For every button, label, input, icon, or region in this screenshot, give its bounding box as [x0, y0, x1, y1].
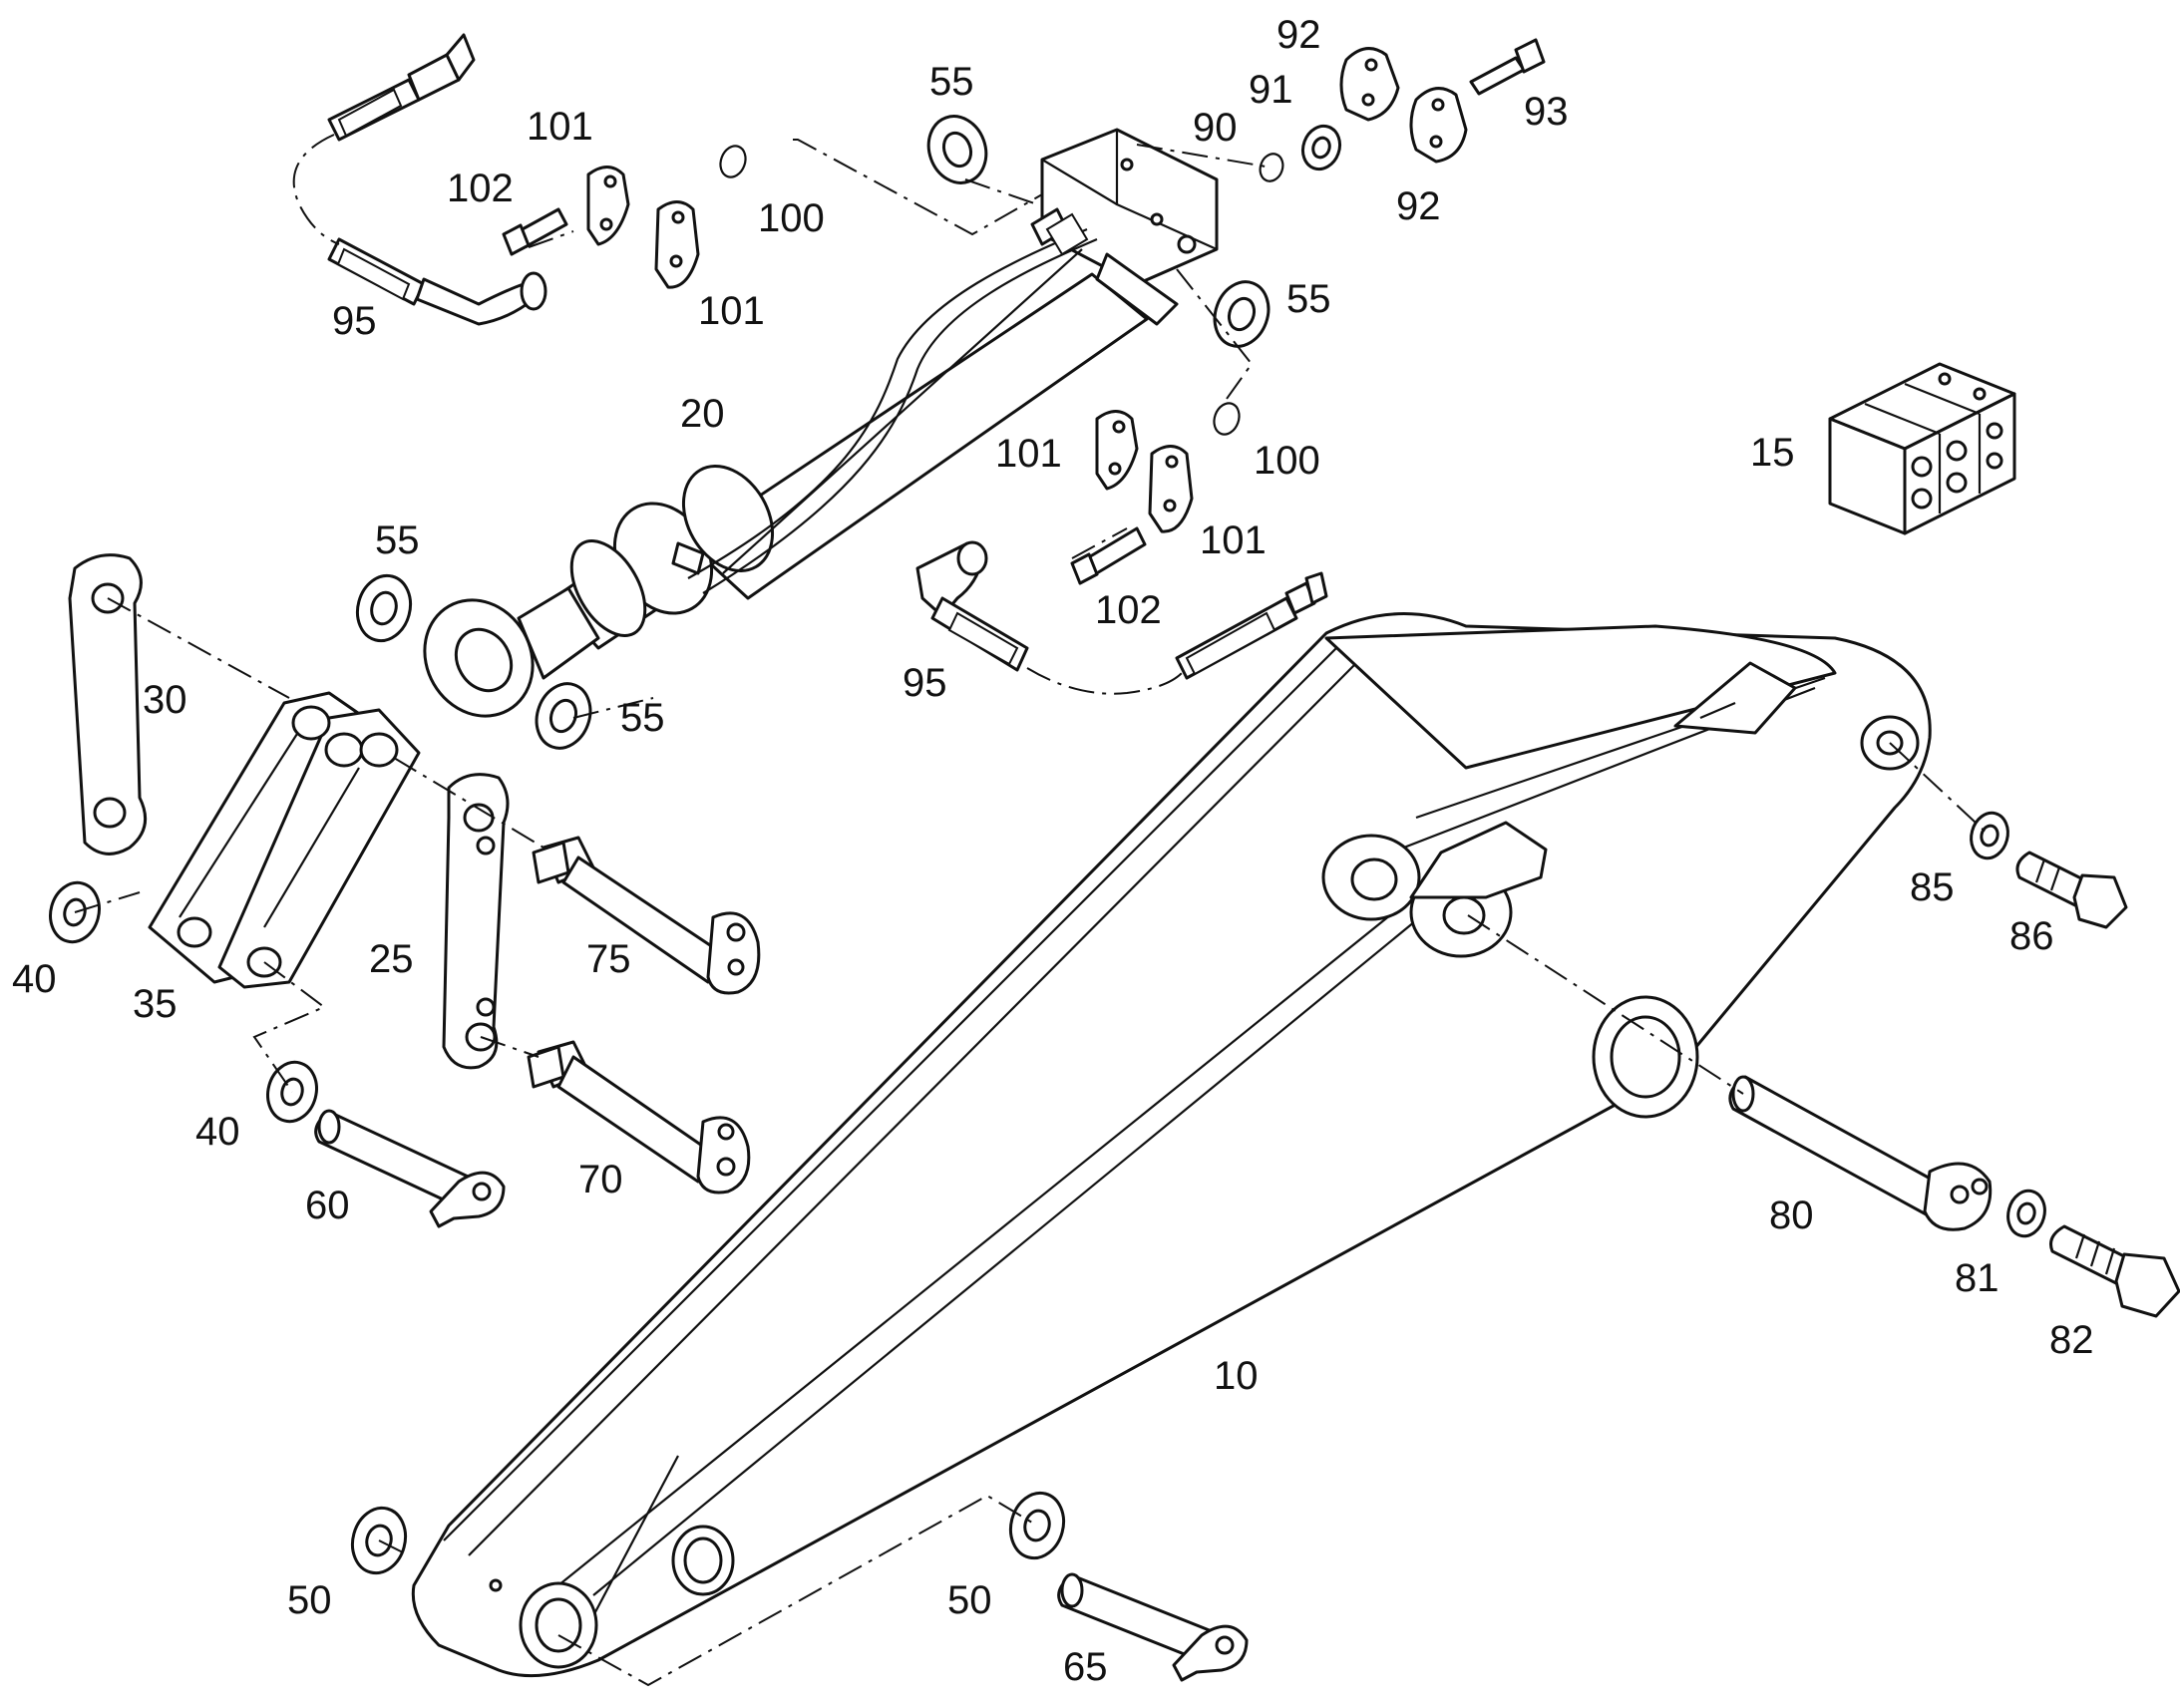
callout-35: 35 [133, 982, 178, 1026]
callout-80: 80 [1769, 1194, 1814, 1237]
washer-81 [2006, 1189, 2046, 1238]
seal-ring-55-bottom [535, 682, 592, 750]
callout-95-bottom: 95 [903, 661, 947, 705]
bolt-102-top [502, 207, 568, 256]
callout-65: 65 [1063, 1645, 1108, 1689]
callout-91: 91 [1249, 68, 1293, 112]
pin-60 [314, 1109, 506, 1228]
callout-100-top: 100 [758, 196, 825, 240]
clamp-half-92-bottom [1409, 87, 1468, 164]
callout-101-top-a: 101 [527, 105, 593, 149]
callout-10: 10 [1214, 1354, 1259, 1398]
callout-85: 85 [1910, 865, 1955, 909]
link-35 [148, 691, 421, 989]
callout-30: 30 [143, 678, 187, 722]
callout-93: 93 [1524, 90, 1569, 134]
callout-40-bottom: 40 [195, 1110, 240, 1154]
clamp-101-mid-a [1095, 410, 1139, 491]
callout-102-top: 102 [447, 167, 514, 210]
washer-50-right [1008, 1491, 1066, 1560]
hose-95-bottom [915, 540, 1328, 695]
callout-60: 60 [305, 1184, 350, 1227]
callout-55-bottom: 55 [620, 696, 665, 740]
callout-101-top-b: 101 [698, 289, 765, 333]
o-ring-100-top [719, 145, 747, 178]
hydraulic-cylinder [423, 128, 1219, 718]
callout-86: 86 [2009, 914, 2054, 958]
callout-25: 25 [369, 937, 414, 981]
clamp-half-92-top [1339, 47, 1400, 122]
bolt-93 [1469, 38, 1546, 96]
washer-85 [1970, 811, 2009, 860]
o-ring-90 [1259, 153, 1284, 182]
callout-75: 75 [586, 937, 631, 981]
callout-55-top: 55 [929, 60, 974, 104]
seal-ring-55-right [1213, 280, 1271, 348]
callout-102-mid: 102 [1095, 588, 1162, 632]
seal-ring-55-top [926, 115, 988, 184]
callout-90: 90 [1193, 106, 1238, 150]
pin-70 [527, 1040, 751, 1195]
pin-80 [1728, 1075, 1993, 1231]
callout-50-left: 50 [287, 1578, 332, 1622]
callout-82: 82 [2049, 1318, 2094, 1362]
hose-95-top [292, 33, 547, 326]
callout-81: 81 [1955, 1256, 1999, 1300]
callout-100-mid: 100 [1254, 439, 1320, 483]
o-ring-100-mid [1213, 402, 1241, 436]
clamp-101-top-b [654, 200, 700, 289]
callout-labels: 10 15 20 25 30 35 40 40 50 50 55 55 55 5… [12, 13, 2094, 1689]
pin-65 [1057, 1572, 1249, 1682]
callout-50-right: 50 [947, 1578, 992, 1622]
callout-92-bottom: 92 [1396, 184, 1441, 228]
seal-ring-55-left [355, 573, 413, 643]
assembly-lines [74, 139, 1991, 1687]
pin-75 [532, 836, 761, 995]
callout-95-top: 95 [332, 299, 377, 343]
clamp-101-mid-b [1148, 445, 1194, 533]
callout-15: 15 [1750, 431, 1795, 475]
washer-91 [1300, 124, 1342, 171]
callout-101-mid-b: 101 [1200, 518, 1267, 562]
callout-101-mid-a: 101 [995, 432, 1062, 476]
callout-55-left: 55 [375, 518, 420, 562]
link-30 [68, 553, 148, 855]
callout-20: 20 [680, 392, 725, 436]
valve-block [1828, 362, 2016, 535]
clamp-101-top-a [586, 166, 630, 246]
bolt-102-mid [1070, 526, 1147, 585]
callout-40-left: 40 [12, 957, 57, 1001]
boom-arm [411, 612, 1932, 1678]
callout-55-right: 55 [1286, 277, 1331, 321]
link-25 [442, 773, 510, 1070]
callout-92-top: 92 [1276, 13, 1321, 57]
bolt-82 [2049, 1224, 2180, 1318]
bolt-86 [2015, 851, 2128, 929]
callout-70: 70 [578, 1158, 623, 1201]
